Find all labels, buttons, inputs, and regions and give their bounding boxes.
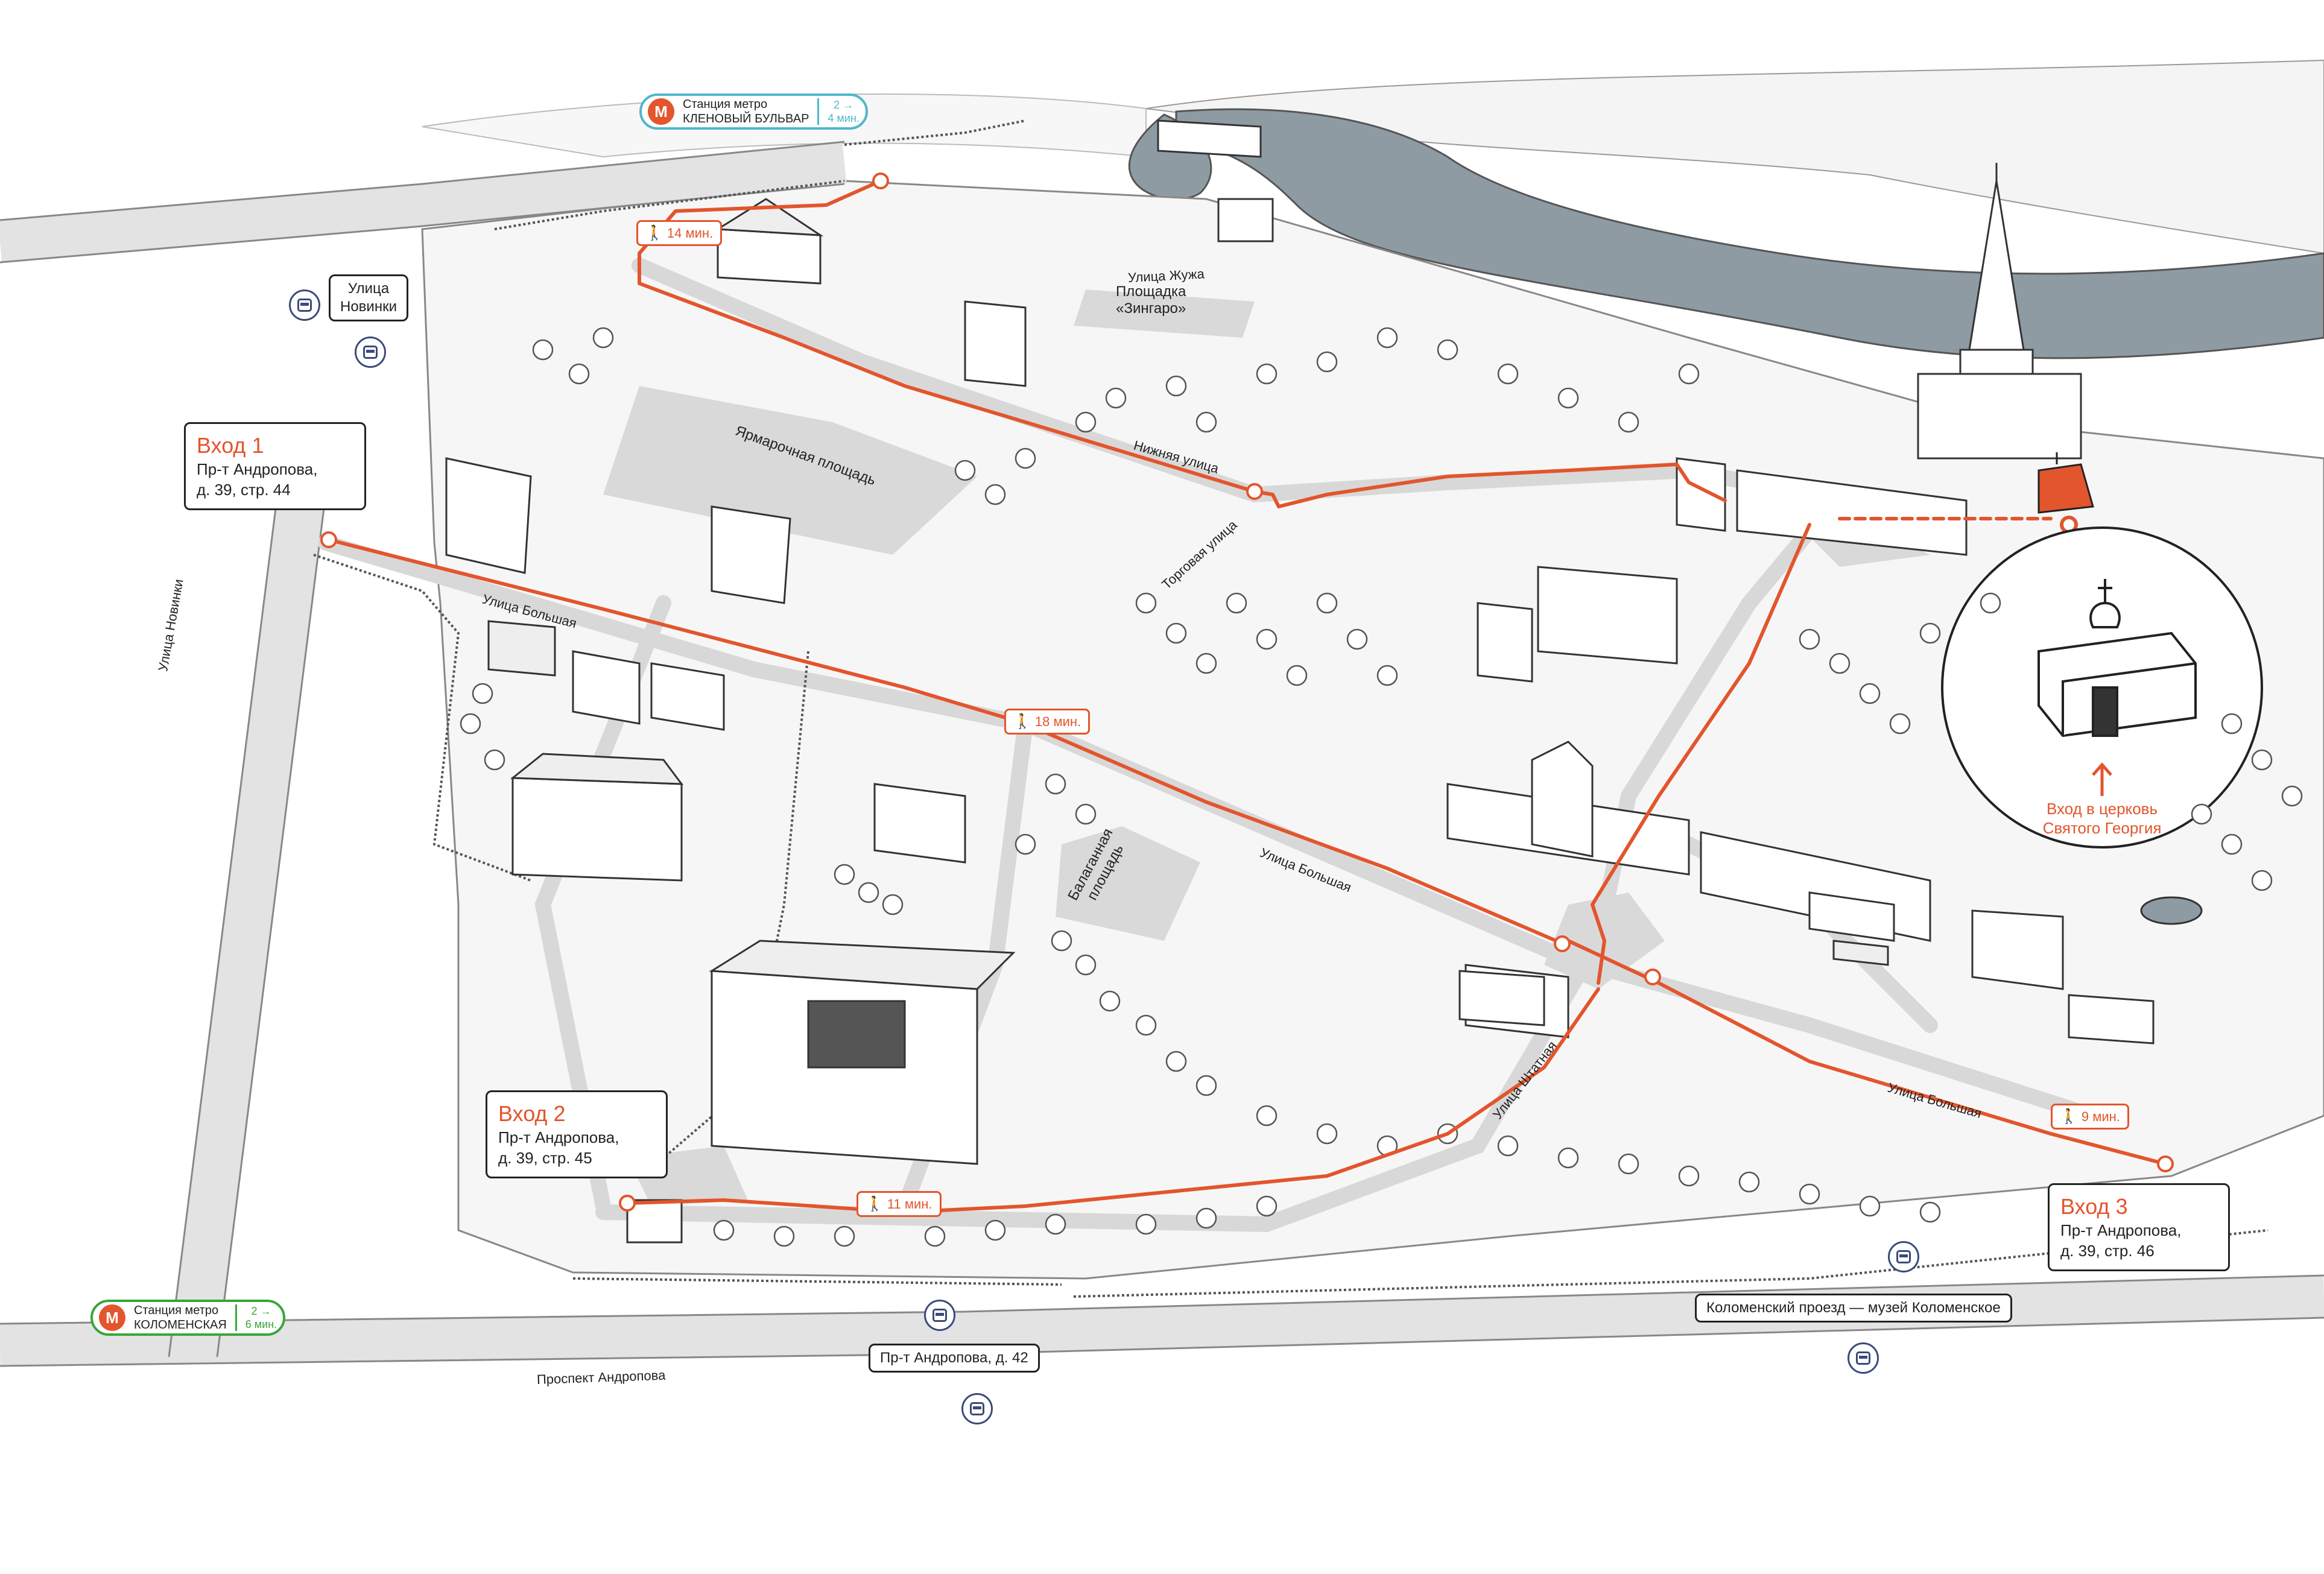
building bbox=[1736, 469, 1968, 556]
building bbox=[1832, 940, 1889, 966]
building bbox=[1217, 198, 1274, 242]
building bbox=[1808, 891, 1895, 942]
building bbox=[487, 620, 556, 677]
building bbox=[1458, 970, 1545, 1026]
metro-kolomenskaya-badge[interactable]: М Станция метро КОЛОМЕНСКАЯ 2 → 6 мин. bbox=[90, 1300, 286, 1336]
entrance-2-address: Пр-т Андропова, д. 39, стр. 45 bbox=[498, 1128, 619, 1167]
entrance-2-title: Вход 2 bbox=[498, 1101, 566, 1126]
building bbox=[1537, 566, 1678, 665]
trees bbox=[460, 327, 2303, 1247]
bus-stop-andropova-label: Пр-т Андропова, д. 42 bbox=[869, 1344, 1040, 1373]
north-bank bbox=[1145, 59, 2324, 254]
bus-icon[interactable] bbox=[924, 1300, 955, 1331]
bus-stop-kolomensky-label: Коломенский проезд — музей Коломенское bbox=[1695, 1294, 2012, 1323]
entrance-1-title: Вход 1 bbox=[197, 433, 264, 458]
metro-kleny-badge[interactable]: М Станция метро КЛЕНОВЫЙ БУЛЬВАР 2 → 4 м… bbox=[639, 93, 868, 130]
bus-icon[interactable] bbox=[1847, 1342, 1879, 1374]
metro-kleny-time: 2 → 4 мин. bbox=[817, 98, 860, 125]
bus-body bbox=[297, 299, 312, 312]
walk-time-11-text: 11 мин. bbox=[887, 1196, 932, 1212]
church-zoom-drawing bbox=[2037, 579, 2197, 738]
route-entrance-2 bbox=[625, 987, 1600, 1214]
building bbox=[715, 198, 824, 236]
building bbox=[709, 940, 1016, 990]
area-label-zingaro: Площадка «Зингаро» bbox=[1116, 283, 1186, 317]
building bbox=[1531, 741, 1594, 858]
bus-icon[interactable] bbox=[289, 289, 320, 321]
metro-kolomenskaya-time: 2 → 6 мин. bbox=[235, 1304, 277, 1331]
metro-m-icon: М bbox=[99, 1304, 125, 1331]
building bbox=[1676, 457, 1726, 532]
walk-time-18-text: 18 мин. bbox=[1034, 713, 1081, 729]
route-entrance-3 bbox=[1566, 939, 2167, 1166]
walk-time-9: 🚶9 мин. bbox=[2051, 1104, 2129, 1130]
entrance-3-card[interactable]: Вход 3 Пр-т Андропова, д. 39, стр. 46 bbox=[2048, 1183, 2230, 1271]
church-entrance-note: Вход в церковь Святого Георгия bbox=[2042, 800, 2162, 837]
building bbox=[964, 300, 1027, 387]
church-arrow-icon bbox=[2092, 762, 2112, 796]
building bbox=[650, 662, 725, 731]
route-markers bbox=[320, 172, 2174, 1212]
route-gate bbox=[1591, 523, 1811, 985]
building bbox=[807, 1000, 906, 1069]
bus-icon[interactable] bbox=[961, 1393, 993, 1424]
road-north-edge bbox=[0, 141, 845, 264]
entrance-1-address: Пр-т Андропова, д. 39, стр. 44 bbox=[197, 460, 318, 499]
bus-body bbox=[970, 1402, 984, 1415]
metro-kolomenskaya-name: Станция метро КОЛОМЕНСКАЯ bbox=[134, 1304, 227, 1332]
building bbox=[1157, 119, 1262, 158]
road-novinki bbox=[169, 443, 332, 1360]
entrance-2-card[interactable]: Вход 2 Пр-т Андропова, д. 39, стр. 45 bbox=[486, 1090, 668, 1178]
road-north bbox=[0, 142, 847, 262]
buildings bbox=[445, 119, 2155, 1244]
walking-person-icon: 🚶 bbox=[1013, 713, 1031, 730]
entrance-3-title: Вход 3 bbox=[2060, 1194, 2128, 1219]
entrance-3-address: Пр-т Андропова, д. 39, стр. 46 bbox=[2060, 1221, 2182, 1260]
bus-icon[interactable] bbox=[355, 337, 386, 368]
bus-body bbox=[363, 346, 378, 359]
building bbox=[717, 228, 822, 285]
metro-kleny-name: Станция метро КЛЕНОВЫЙ БУЛЬВАР bbox=[683, 98, 809, 125]
building bbox=[1971, 909, 2064, 990]
st-george-church bbox=[2037, 452, 2094, 514]
building bbox=[572, 650, 641, 725]
ascension-church bbox=[1917, 163, 2082, 460]
pond bbox=[2140, 896, 2203, 925]
building bbox=[626, 1199, 683, 1244]
entrance-1-card[interactable]: Вход 1 Пр-т Андропова, д. 39, стр. 44 bbox=[184, 422, 366, 510]
road-novinki-edge bbox=[168, 446, 333, 1357]
bus-icon[interactable] bbox=[1888, 1241, 1919, 1272]
building bbox=[1477, 602, 1533, 683]
building bbox=[511, 777, 683, 882]
walking-person-icon: 🚶 bbox=[645, 225, 663, 241]
moscow-river bbox=[1175, 108, 2324, 359]
walk-time-18: 🚶18 мин. bbox=[1004, 709, 1091, 735]
building bbox=[2068, 994, 2155, 1045]
building bbox=[873, 783, 966, 864]
walking-person-icon: 🚶 bbox=[2060, 1108, 2078, 1125]
bus-stop-novinki-label: Улица Новинки bbox=[329, 274, 408, 321]
bus-body bbox=[1856, 1351, 1870, 1365]
walking-person-icon: 🚶 bbox=[866, 1196, 884, 1212]
walk-time-11: 🚶11 мин. bbox=[856, 1191, 942, 1217]
walk-time-14: 🚶14 мин. bbox=[636, 220, 723, 246]
walk-time-9-text: 9 мин. bbox=[2081, 1108, 2120, 1124]
building bbox=[711, 505, 791, 604]
bus-body bbox=[1896, 1250, 1911, 1263]
walk-time-14-text: 14 мин. bbox=[666, 225, 714, 241]
building bbox=[445, 457, 532, 574]
metro-m-icon: М bbox=[648, 98, 674, 125]
bus-body bbox=[932, 1309, 947, 1322]
building bbox=[510, 753, 684, 785]
